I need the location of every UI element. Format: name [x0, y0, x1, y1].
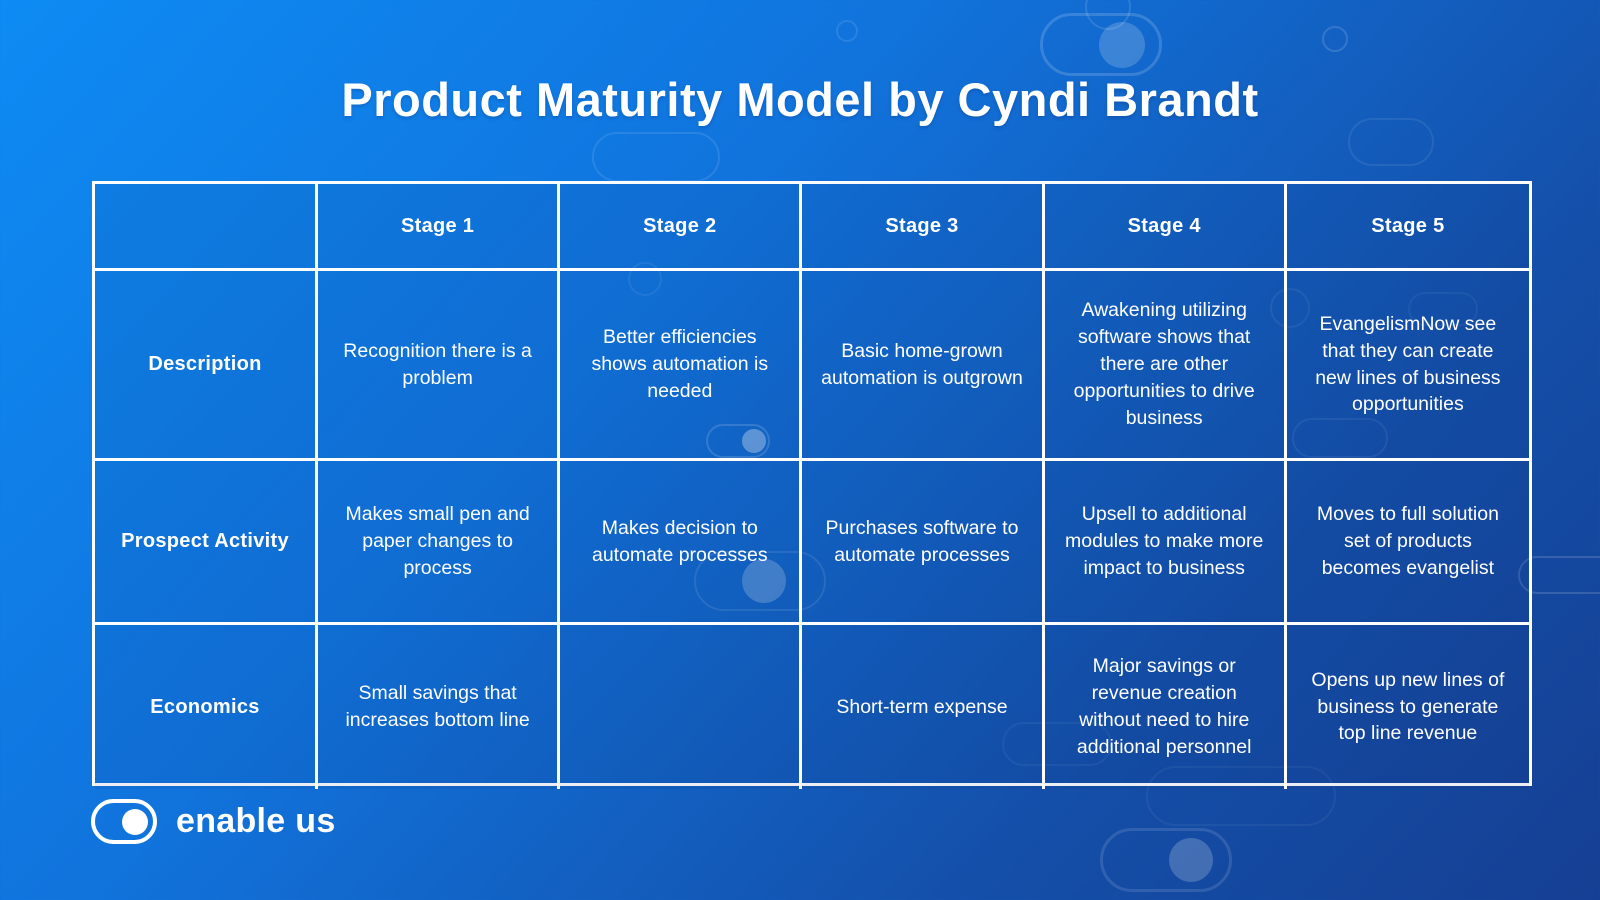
- decorative-toggle-knob-icon: [1169, 838, 1213, 882]
- cell-prospect-activity-stage-5: Moves to full solution set of products b…: [1286, 461, 1529, 625]
- row-header-prospect-activity: Prospect Activity: [95, 461, 318, 625]
- decorative-toggle-knob-icon: [1099, 22, 1145, 68]
- column-header-stage-4: Stage 4: [1044, 184, 1287, 271]
- cell-prospect-activity-stage-1: Makes small pen and paper changes to pro…: [318, 461, 561, 625]
- row-header-description: Description: [95, 271, 318, 461]
- page-title: Product Maturity Model by Cyndi Brandt: [341, 73, 1259, 126]
- cell-description-stage-2: Better efficiencies shows automation is …: [560, 271, 803, 461]
- decorative-circle-icon: [1085, 0, 1131, 30]
- cell-economics-stage-1: Small savings that increases bottom line: [318, 625, 561, 789]
- cell-economics-stage-4: Major savings or revenue creation withou…: [1044, 625, 1287, 789]
- row-header-economics: Economics: [95, 625, 318, 789]
- decorative-circle-icon: [836, 20, 858, 42]
- cell-description-stage-1: Recognition there is a problem: [318, 271, 561, 461]
- cell-description-stage-5: EvangelismNow see that they can create n…: [1286, 271, 1529, 461]
- logo-text: enable us: [176, 802, 336, 840]
- enable-us-logo: enable us: [91, 799, 336, 844]
- decorative-pill-icon: [592, 132, 720, 182]
- cell-prospect-activity-stage-2: Makes decision to automate processes: [560, 461, 803, 625]
- cell-economics-stage-2: [560, 625, 803, 789]
- maturity-model-table: Stage 1 Stage 2 Stage 3 Stage 4 Stage 5 …: [92, 181, 1532, 789]
- cell-prospect-activity-stage-3: Purchases software to automate processes: [802, 461, 1045, 625]
- cell-economics-stage-3: Short-term expense: [802, 625, 1045, 789]
- toggle-knob-icon: [122, 808, 148, 835]
- column-header-stage-1: Stage 1: [318, 184, 561, 271]
- decorative-toggle-icon: [1040, 13, 1162, 76]
- table-corner-cell: [95, 184, 318, 271]
- toggle-logo-icon: [91, 799, 157, 844]
- cell-description-stage-3: Basic home-grown automation is outgrown: [802, 271, 1045, 461]
- decorative-toggle-icon: [1100, 828, 1232, 892]
- cell-description-stage-4: Awakening utilizing software shows that …: [1044, 271, 1287, 461]
- cell-economics-stage-5: Opens up new lines of business to genera…: [1286, 625, 1529, 789]
- column-header-stage-2: Stage 2: [560, 184, 803, 271]
- cell-prospect-activity-stage-4: Upsell to additional modules to make mor…: [1044, 461, 1287, 625]
- column-header-stage-5: Stage 5: [1286, 184, 1529, 271]
- column-header-stage-3: Stage 3: [802, 184, 1045, 271]
- decorative-circle-icon: [1322, 26, 1348, 52]
